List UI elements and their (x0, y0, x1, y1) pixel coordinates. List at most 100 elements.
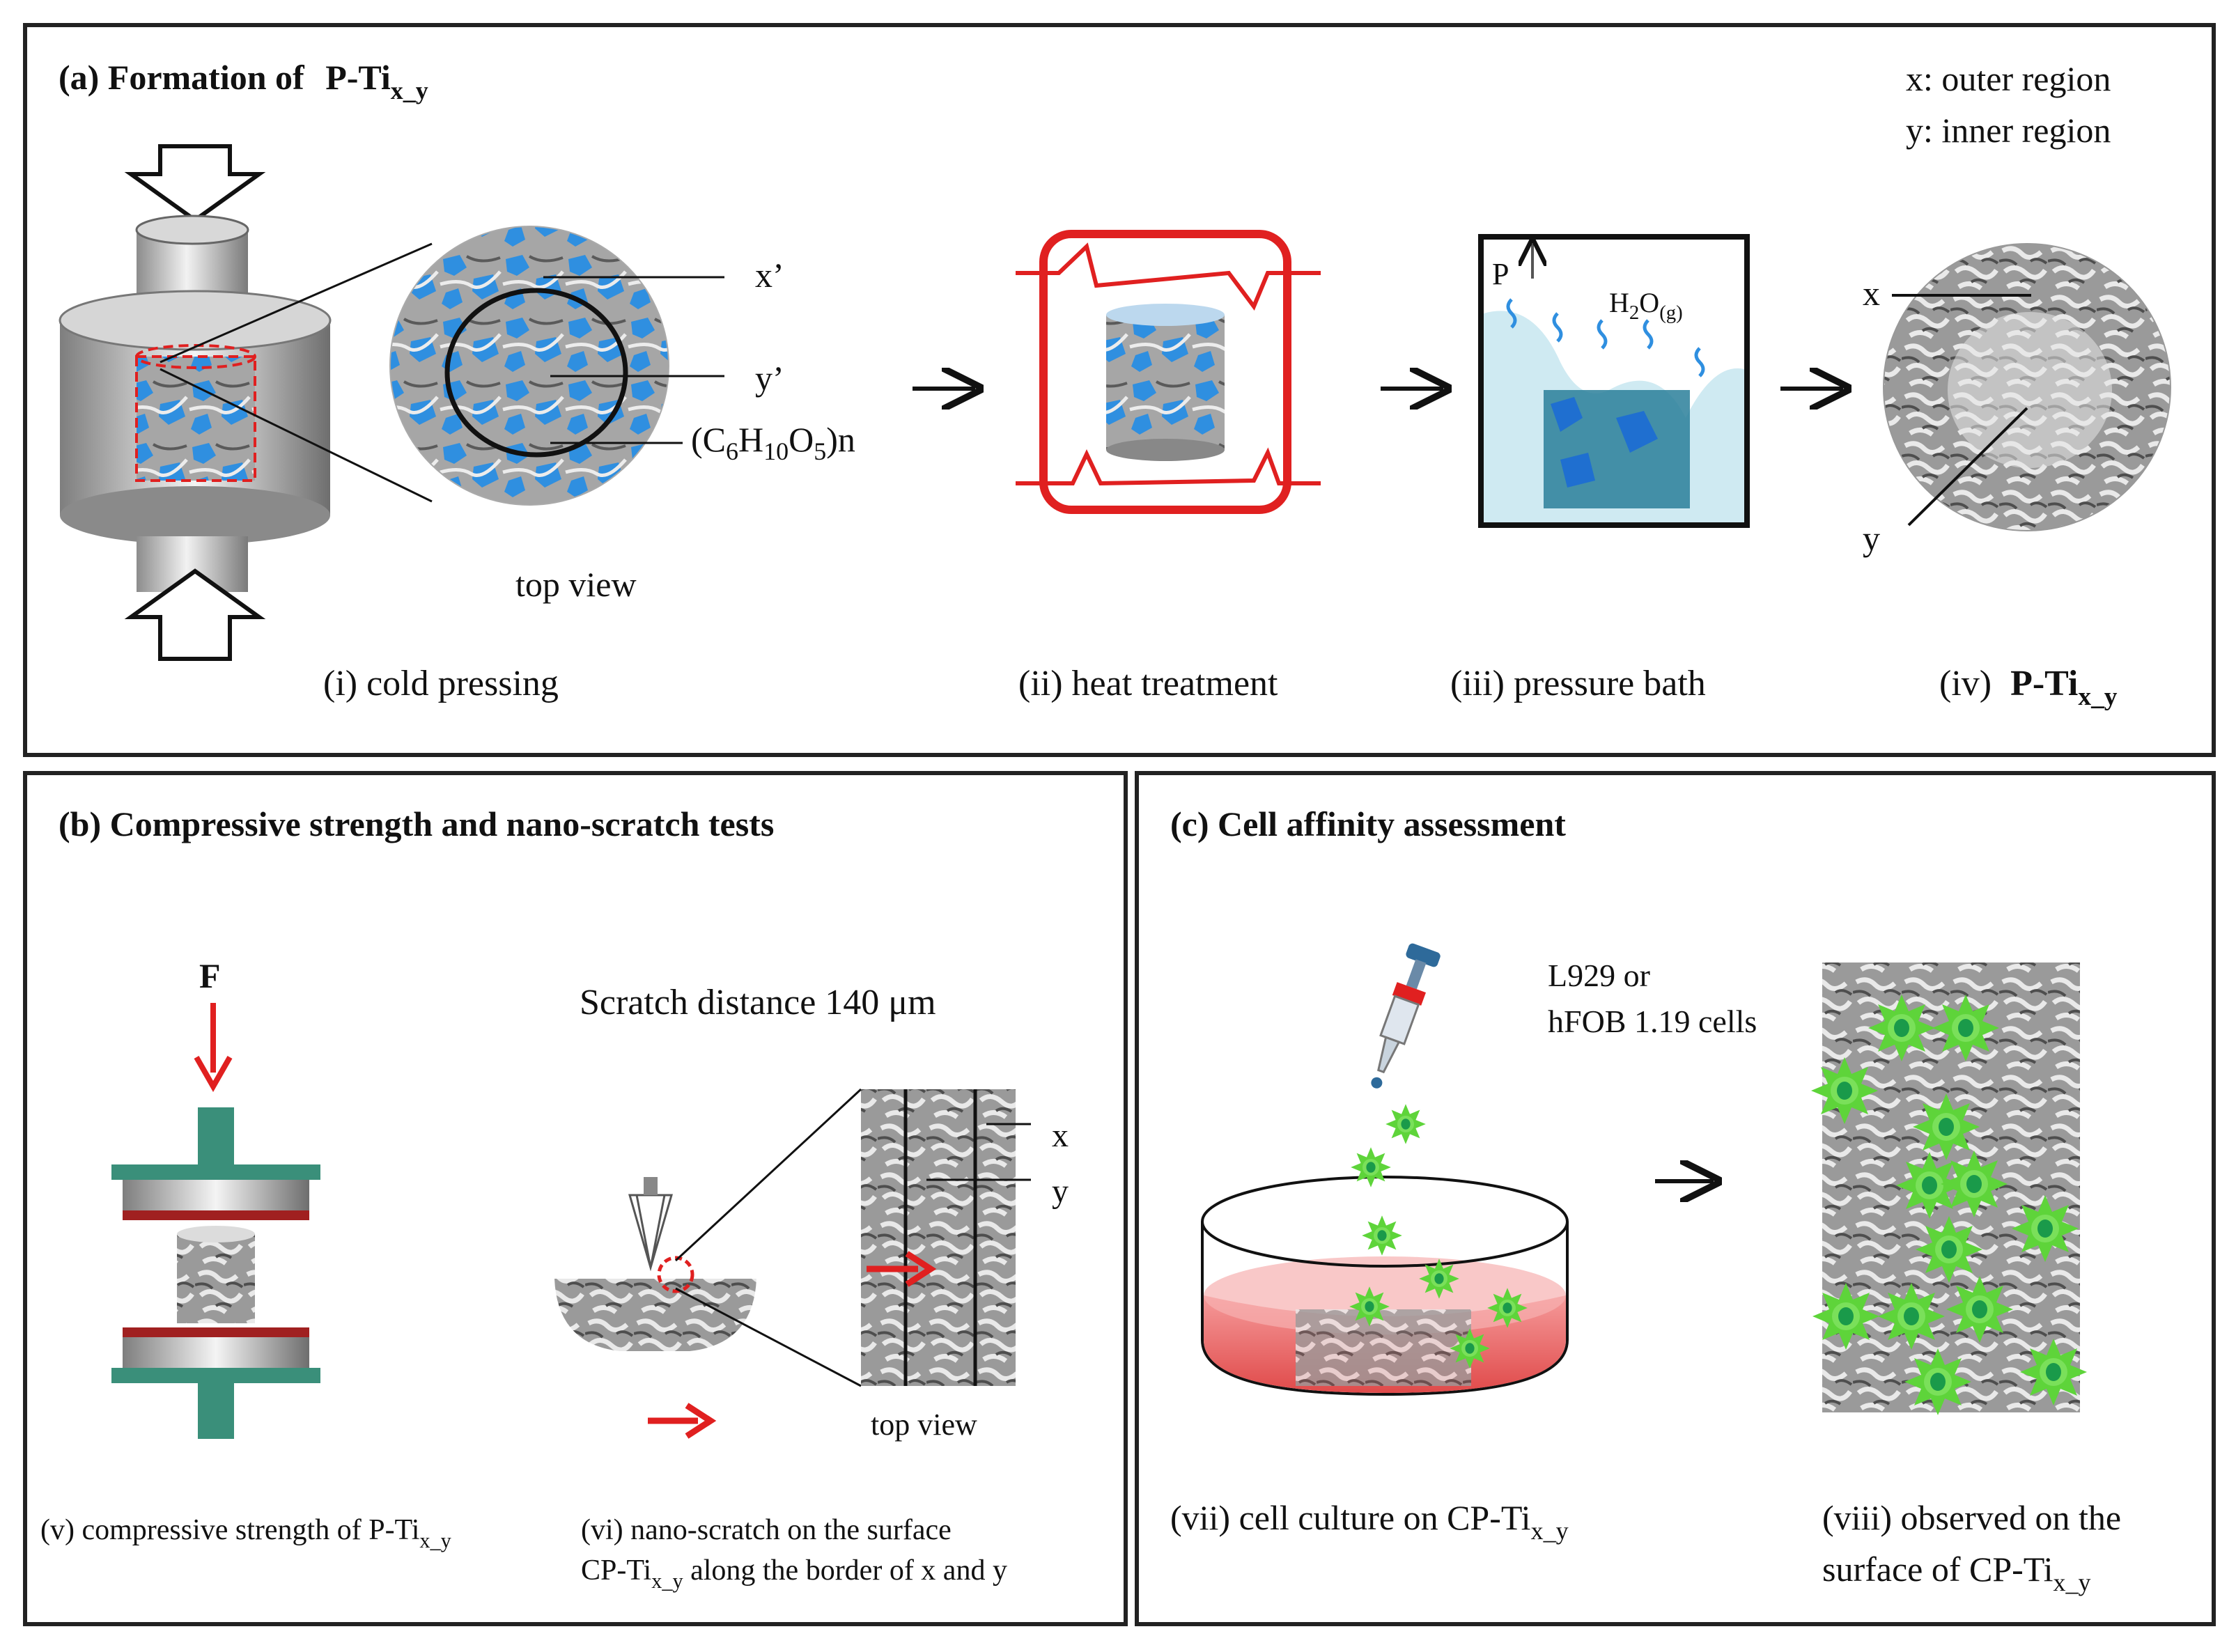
cell-icon-falling-2 (1351, 1147, 1391, 1187)
cell-icon-dish-3 (1487, 1288, 1528, 1328)
panel-b-title: (b) Compressive strength and nano-scratc… (59, 804, 774, 843)
step-ii-caption: (ii) heat treatment (1018, 664, 1278, 703)
pressure-label: P (1492, 257, 1509, 291)
water-vapor-label: H2O(g) (1609, 287, 1683, 324)
caption-v-sub: x_y (419, 1529, 451, 1552)
legend-y: y: inner region (1906, 111, 2111, 150)
press-arrow-bottom-icon (124, 568, 266, 661)
panel-a-title-text: (a) Formation of (59, 58, 305, 97)
scratch-spot (657, 1256, 694, 1293)
formula-end: )n (826, 420, 855, 459)
powder-sample (135, 355, 256, 482)
label-x-a: x (1863, 274, 1880, 313)
caption-viii-text: surface of CP-Ti (1822, 1550, 2053, 1589)
formula-h: H (738, 420, 763, 459)
legend-x: x: outer region (1906, 59, 2111, 98)
scratch-distance: Scratch distance 140 μm (580, 983, 936, 1022)
h2o-h: H (1609, 287, 1629, 318)
step-iv-caption: (iv) P-Tix_y (1939, 664, 2118, 711)
force-label: F (199, 956, 221, 995)
panel-a-title-sub: x_y (391, 77, 428, 104)
porous-titanium-topview (1883, 243, 2171, 531)
caption-vi-cpti: CP-Ti (581, 1554, 651, 1587)
cell-icon-dish-1 (1419, 1259, 1459, 1299)
cell-icon-surface-2 (1932, 995, 1999, 1061)
cell-line-label-2: hFOB 1.19 cells (1548, 1004, 1757, 1039)
top-view-label-b: top view (871, 1408, 977, 1442)
compression-sample-top (177, 1226, 255, 1242)
cell-icon-surface-3 (1811, 1057, 1878, 1124)
caption-viii-line2: surface of CP-Tix_y (1822, 1550, 2090, 1596)
caption-vi-rest: along the border of x and y (683, 1554, 1007, 1587)
top-view-label-a: top view (515, 565, 637, 604)
formula-sub10: 10 (763, 437, 789, 465)
panel-c-border (1135, 771, 2216, 1626)
formula-part: (C (691, 420, 726, 459)
cell-icon-dish-2 (1349, 1286, 1390, 1327)
h2o-2: 2 (1629, 302, 1639, 324)
cellulose-formula: (C6H10O5)n (691, 420, 855, 465)
cell-icon-surface-12 (2020, 1339, 2087, 1405)
step-iii-caption: (iii) pressure bath (1450, 664, 1706, 703)
step-iv-prefix: (iv) (1939, 664, 1992, 703)
cell-icon-surface-10 (1878, 1283, 1945, 1350)
zoom-line-bottom (160, 368, 433, 503)
furnace (1016, 230, 1321, 514)
leader-y (1907, 407, 2028, 527)
cell-icon-surface-1 (1868, 995, 1935, 1061)
formula-sub6: 6 (726, 437, 738, 465)
caption-v: (v) compressive strength of P-Tix_y (40, 1514, 451, 1552)
scratch-topview (861, 1089, 1016, 1386)
cell-icon-dish-4 (1450, 1328, 1490, 1369)
caption-viii-line1: (viii) observed on the (1822, 1498, 2121, 1537)
panel-c-title: (c) Cell affinity assessment (1170, 804, 1566, 843)
panel-a-title-ti: P-Ti (325, 58, 391, 97)
panel-a-title: (a) Formation of P-Tix_y (59, 58, 428, 104)
caption-vii-sub: x_y (1531, 1517, 1569, 1545)
press-arrow-top-icon (124, 144, 266, 223)
caption-vi-line2: CP-Tix_y along the border of x and y (581, 1554, 1007, 1593)
label-y-b: y (1052, 1173, 1069, 1210)
cell-icon-surface-6 (1941, 1151, 2008, 1217)
caption-vii-text: (vii) cell culture on CP-Ti (1170, 1498, 1531, 1537)
cell-icon-surface-8 (1916, 1216, 1982, 1283)
scratch-direction-arrowhead (685, 1403, 717, 1439)
cold-press-apparatus (59, 144, 433, 661)
compression-rig (111, 1107, 320, 1439)
cell-line-label-1: L929 or (1548, 958, 1650, 993)
top-punch-cap (135, 215, 249, 245)
cell-icon-surface-4 (1913, 1093, 1980, 1160)
die-bottom (60, 486, 330, 545)
furnace-sample-bottom (1106, 439, 1225, 461)
pipette-icon (1371, 943, 1441, 1089)
cell-icon-surface-11 (1946, 1276, 2013, 1343)
powder-sample-top (135, 344, 256, 369)
zoom-line-b-top (674, 1088, 862, 1262)
zoom-line-top (160, 242, 433, 364)
cell-icon-surface-7 (2012, 1195, 2079, 1262)
formula-o: O (789, 420, 814, 459)
h2o-o: O (1639, 287, 1659, 318)
force-arrow-head (194, 1056, 233, 1093)
caption-vi-line1: (vi) nano-scratch on the surface (581, 1514, 952, 1546)
furnace-sample (1106, 315, 1225, 450)
step-iv-ti: P-Ti (2010, 664, 2078, 703)
pressure-bath (1478, 234, 1750, 528)
zoom-line-b-bottom (675, 1287, 862, 1387)
label-xprime: x’ (755, 256, 784, 295)
panel-a-border (23, 23, 2216, 757)
nano-scratch-setup (554, 1088, 1031, 1439)
cell-icon-surface-9 (1812, 1283, 1879, 1350)
dish-sample (1296, 1309, 1471, 1386)
cell-covered-surface (1811, 963, 2087, 1415)
scratch-direction-arrowhead-inset (905, 1251, 937, 1287)
die-top (59, 290, 332, 351)
cell-icon-falling-3 (1362, 1215, 1402, 1256)
indenter-icon (628, 1194, 673, 1272)
formula-sub5: 5 (814, 437, 826, 465)
top-view-circle (389, 226, 724, 506)
compression-sample (177, 1234, 255, 1323)
inner-region-outline (444, 288, 628, 458)
panel-b-border (23, 771, 1128, 1626)
label-x-b: x (1052, 1117, 1069, 1154)
